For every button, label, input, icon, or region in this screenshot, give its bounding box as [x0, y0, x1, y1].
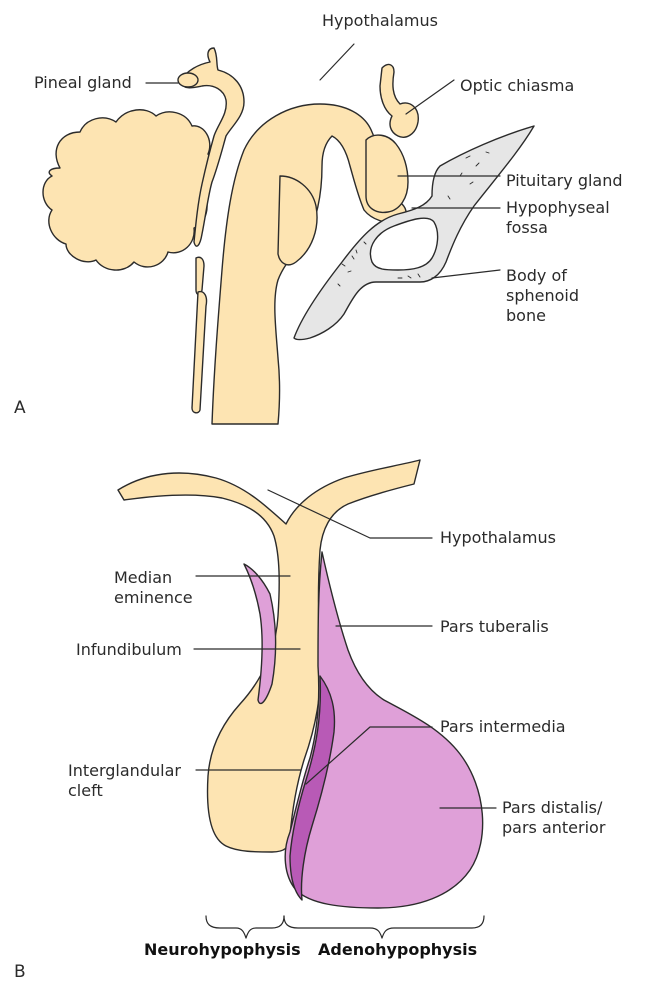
interglandular-cleft-label: Interglandular cleft — [68, 761, 181, 801]
tectum-sliver — [196, 257, 204, 294]
pars-intermedia-label: Pars intermedia — [440, 717, 566, 737]
panel-b-letter: B — [14, 962, 26, 982]
optic-chiasma-label: Optic chiasma — [460, 76, 574, 96]
pars-tuberalis-label: Pars tuberalis — [440, 617, 549, 637]
neurohypophysis-brace — [206, 916, 284, 938]
hypophyseal-fossa-label: Hypophyseal fossa — [506, 198, 610, 238]
neurohypophysis-label: Neurohypophysis — [144, 940, 301, 960]
brainstem-sliver — [192, 292, 207, 413]
median-eminence-label: Median eminence — [114, 568, 193, 608]
pineal-gland-label: Pineal gland — [34, 73, 132, 93]
sphenoid-body-label: Body of sphenoid bone — [506, 266, 579, 326]
pars-tuberalis-left — [244, 564, 276, 703]
panel-a-letter: A — [14, 398, 26, 418]
cerebellum-shape — [43, 110, 213, 270]
adenohypophysis-label: Adenohypophysis — [318, 940, 477, 960]
infundibulum-label: Infundibulum — [76, 640, 182, 660]
hypothalamus-label-a: Hypothalamus — [322, 11, 438, 31]
hypothalamus-label-b: Hypothalamus — [440, 528, 556, 548]
pineal-gland-shape — [178, 73, 198, 87]
pars-distalis-label: Pars distalis/ pars anterior — [502, 798, 605, 838]
pituitary-gland-label: Pituitary gland — [506, 171, 623, 191]
adenohypophysis-brace — [284, 916, 484, 938]
optic-chiasma-shape — [380, 65, 418, 138]
pituitary-gland-shape — [366, 135, 408, 212]
